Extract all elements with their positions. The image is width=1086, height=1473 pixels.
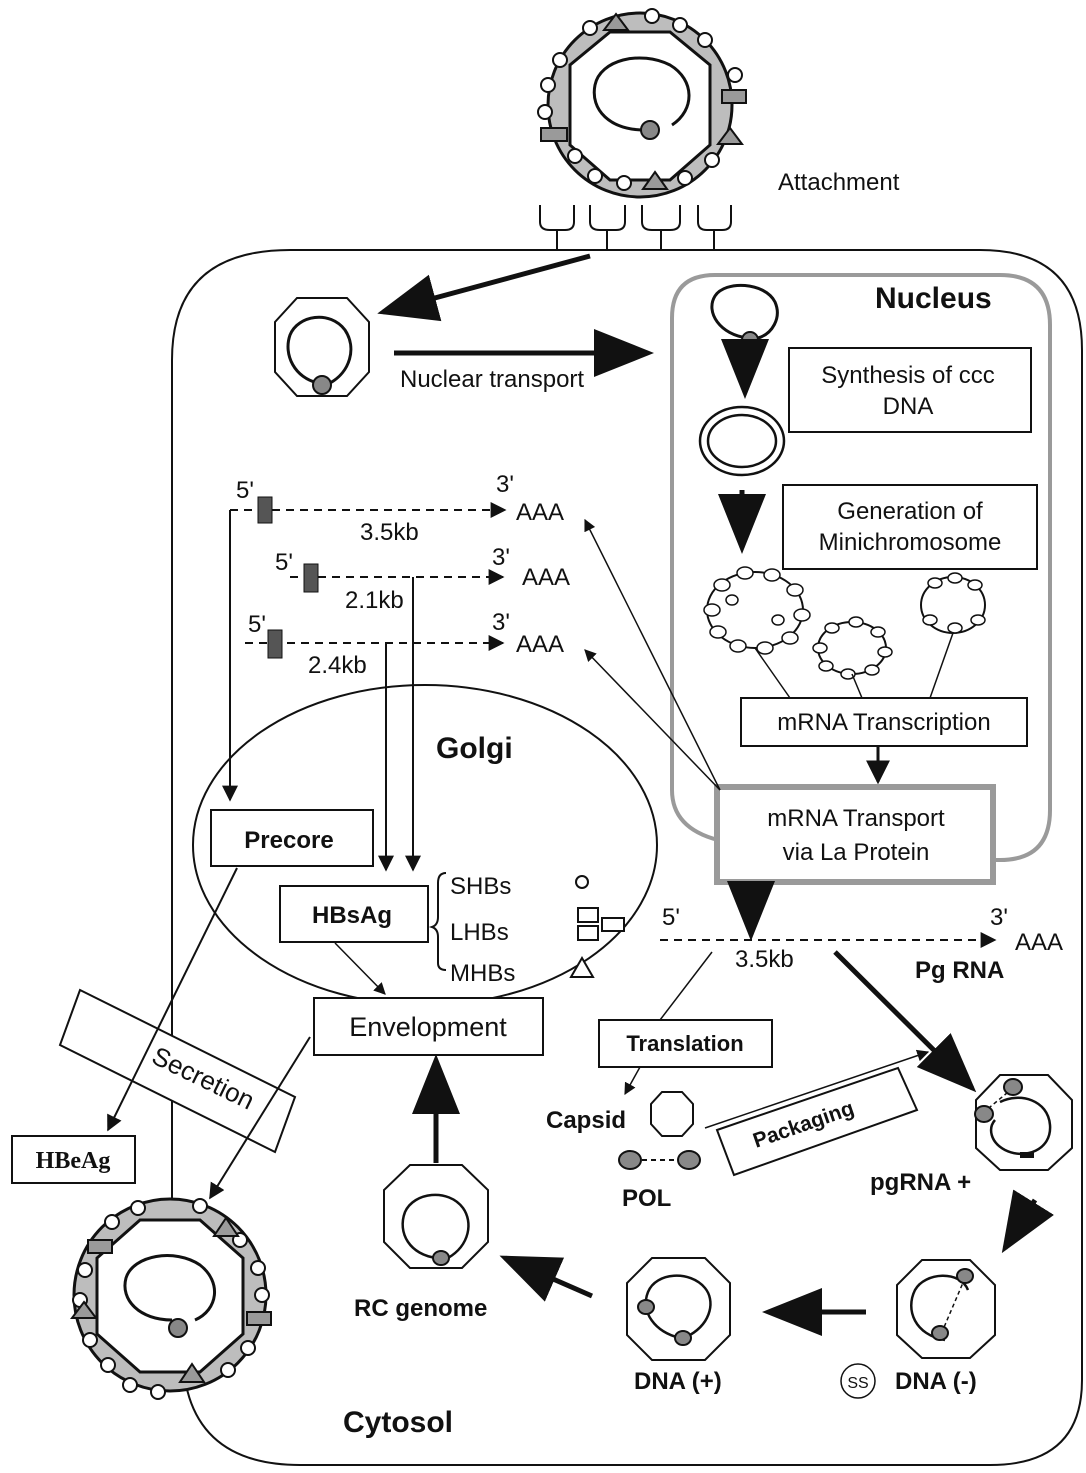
cell-membrane — [171, 249, 1083, 1466]
pgrna-plus-label: pgRNA + — [870, 1169, 971, 1196]
translation-label: Translation — [626, 1031, 743, 1056]
arrow-to-dna-minus — [1001, 1189, 1054, 1254]
arrow-to-transcript-35 — [584, 518, 721, 791]
svg-text:5': 5' — [248, 611, 266, 638]
svg-text:3': 3' — [496, 471, 514, 498]
svg-text:5': 5' — [275, 549, 293, 576]
nucleus-boundary — [670, 273, 1052, 862]
svg-text:AAA: AAA — [516, 631, 564, 658]
svg-text:2.1kb: 2.1kb — [345, 587, 404, 614]
arrow-to-transcript-24 — [584, 649, 721, 791]
mrna-transcription-label: mRNA Transcription — [777, 709, 990, 736]
envelopment-label: Envelopment — [349, 1012, 507, 1042]
hbsag-label: HBsAg — [312, 902, 392, 929]
synthesis-box — [788, 347, 1032, 433]
mhbs-label: MHBs — [450, 960, 515, 987]
lhbs-icon — [577, 907, 625, 941]
cytosol-label: Cytosol — [343, 1406, 453, 1439]
rc-genome-label: RC genome — [354, 1295, 487, 1322]
receptors — [539, 205, 732, 250]
arrow-to-secreted-virion — [209, 1036, 311, 1200]
lhbs-label: LHBs — [450, 919, 509, 946]
synthesis-line2: DNA — [883, 393, 934, 420]
svg-text:AAA: AAA — [522, 564, 570, 591]
pg-rna-label: Pg RNA — [915, 957, 1004, 984]
capsid-icon — [650, 1091, 694, 1137]
transcript-21: 5' 3' AAA 2.1kb — [275, 544, 570, 614]
cccdna — [698, 405, 786, 477]
generation-line1: Generation of — [837, 498, 983, 525]
rc-genome-capsid — [383, 1164, 489, 1269]
pol-icon — [618, 1150, 701, 1170]
hbs-brace — [428, 872, 447, 971]
precore-label: Precore — [244, 827, 333, 854]
arrow-packaging — [704, 1049, 930, 1129]
minichromosome-links — [754, 632, 954, 699]
envelopment-box — [313, 997, 544, 1056]
packaging-band — [715, 1066, 919, 1177]
minichromosomes — [703, 566, 986, 680]
mhbs-icon — [569, 956, 595, 978]
virion-top — [537, 8, 747, 199]
translation-link — [659, 951, 713, 1021]
dna-plus-label: DNA (+) — [634, 1368, 722, 1395]
pol-label: POL — [622, 1185, 671, 1212]
pg-transcript: 5' 3' AAA 3.5kb — [660, 904, 1063, 973]
arrow-to-rc-genome — [499, 1255, 594, 1302]
dna-minus-label: DNA (-) — [895, 1368, 977, 1395]
attachment-label: Attachment — [778, 169, 900, 196]
entry-arrow — [377, 253, 591, 322]
transcript-24: 5' 3' AAA 2.4kb — [245, 609, 564, 679]
svg-text:2.4kb: 2.4kb — [308, 652, 367, 679]
nuclear-transport-label: Nuclear transport — [400, 366, 584, 393]
shbs-label: SHBs — [450, 873, 511, 900]
golgi-label: Golgi — [436, 732, 513, 765]
arrow-to-capsid — [624, 1066, 641, 1096]
svg-text:5': 5' — [236, 477, 254, 504]
arrow-to-pgrna — [833, 950, 977, 1093]
capsid-label: Capsid — [546, 1107, 626, 1134]
rcdna-nucleus — [710, 283, 779, 349]
arrow-to-hbeag — [107, 867, 238, 1132]
nucleus-label: Nucleus — [875, 282, 992, 315]
arrow-to-envelopment — [334, 942, 386, 995]
ss-label: SS — [847, 1375, 868, 1392]
svg-text:3.5kb: 3.5kb — [735, 946, 794, 973]
shbs-icon — [575, 875, 589, 889]
svg-text:3': 3' — [492, 609, 510, 636]
mrna-transcription-box — [740, 697, 1028, 747]
svg-text:3': 3' — [492, 544, 510, 571]
hbeag-label: HBeAg — [36, 1148, 111, 1174]
dna-plus-capsid — [626, 1257, 731, 1361]
svg-text:AAA: AAA — [1015, 929, 1063, 956]
svg-text:3': 3' — [990, 904, 1008, 931]
transcript-35: 5' 3' AAA 3.5kb — [230, 471, 564, 546]
hbsag-box — [279, 885, 429, 943]
mrna-transport-box — [714, 784, 996, 885]
svg-text:5': 5' — [662, 904, 680, 931]
virion-secreted — [70, 1197, 272, 1400]
entered-capsid — [274, 297, 370, 397]
mrna-transport-line2: via La Protein — [783, 839, 930, 866]
generation-line2: Minichromosome — [819, 529, 1002, 556]
svg-text:3.5kb: 3.5kb — [360, 519, 419, 546]
pgrna-capsid — [974, 1074, 1073, 1171]
synthesis-line1: Synthesis of ccc — [821, 362, 994, 389]
ss-badge — [840, 1363, 876, 1399]
translation-box — [598, 1019, 773, 1068]
hbeag-box — [11, 1135, 136, 1184]
generation-box — [782, 484, 1038, 570]
dna-minus-capsid — [896, 1259, 996, 1359]
precore-box — [210, 809, 374, 867]
svg-text:AAA: AAA — [516, 499, 564, 526]
secretion-band — [58, 988, 297, 1154]
mrna-transport-line1: mRNA Transport — [767, 805, 945, 832]
